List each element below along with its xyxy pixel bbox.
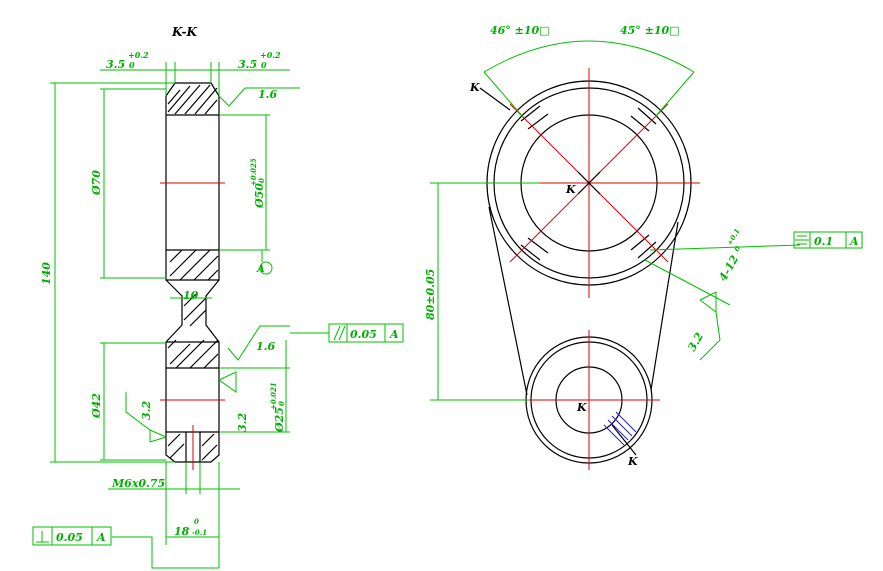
dim-bore-big-tol2: 0: [257, 178, 266, 183]
datum-label: A: [256, 264, 265, 275]
dim-right-chamfer-tol: +0.2: [260, 50, 281, 60]
thread-hole: [603, 411, 637, 446]
plan-view: 46° ±10□ 45° ±10□ K K K K 80±0.05 4-12 +…: [424, 24, 863, 470]
dim-web: 10: [183, 289, 199, 302]
rough-slot: 3.2: [685, 330, 706, 353]
tol-sym-datum: A: [849, 235, 859, 248]
dim-width-tol: 0: [194, 517, 199, 526]
section-dimensions: 3.5 +0.2 0 3.5 +0.2 0 140 Ø70 Ø50 +0.025…: [40, 50, 290, 569]
tol-perp-value: 0.05: [56, 531, 83, 544]
dim-slots-tol2: 0: [732, 244, 742, 253]
tolerance-parallel: 0.05 A: [290, 323, 404, 343]
upper-hub: [160, 82, 225, 281]
dim-big-dia: Ø70: [90, 170, 103, 196]
section-mark-top: K: [469, 81, 480, 94]
dim-slots: 4-12: [716, 253, 741, 284]
dim-thread: M6x0.75: [111, 477, 165, 490]
rough-top: 1.6: [258, 88, 277, 101]
rough-mid: 1.6: [256, 340, 275, 353]
center-mark-big: K: [565, 183, 576, 196]
dim-left-chamfer-tol: +0.2: [128, 50, 149, 60]
dim-bore-big-tol: +0.025: [249, 158, 258, 186]
dim-width-tol2: -0.1: [192, 528, 207, 537]
tol-perp-datum: A: [96, 531, 106, 544]
dim-slots-tol: +0.1: [725, 227, 742, 247]
dim-right-chamfer: 3.5: [238, 58, 257, 71]
tol-sym-value: 0.1: [814, 235, 833, 248]
tol-parallel-value: 0.05: [350, 328, 377, 341]
dim-left-chamfer: 3.5: [106, 58, 125, 71]
dim-bore-small-tol: +0.021: [269, 382, 278, 410]
tolerance-symmetry: 0.1 A: [793, 231, 863, 249]
rough-right: 3.2: [236, 413, 249, 432]
dim-total-height: 140: [40, 262, 53, 285]
dim-left-chamfer-tol2: 0: [129, 60, 135, 70]
dim-bore-small-tol2: 0: [277, 401, 286, 406]
dim-center-distance: 80±0.05: [424, 269, 437, 320]
lower-hub: [160, 341, 225, 470]
center-mark-small: K: [576, 401, 587, 414]
section-mark-bottom: K: [627, 455, 638, 468]
rough-left: 3.2: [140, 401, 153, 420]
section-title: K-K: [171, 25, 198, 39]
angle-right: 45° ±10□: [620, 24, 680, 37]
tol-parallel-datum: A: [389, 328, 399, 341]
section-view: K-K: [32, 25, 404, 569]
dim-bore-small: Ø25: [273, 407, 286, 433]
dim-width: 18: [174, 525, 190, 538]
web-section: [165, 249, 220, 369]
dim-small-dia: Ø42: [90, 393, 103, 419]
angle-left: 46° ±10□: [490, 24, 550, 37]
tolerance-perpendicular: 0.05 A: [32, 526, 112, 546]
roughness-symbols: 1.6 1.6 3.2 3.2: [125, 87, 300, 443]
angle-arc: [483, 40, 695, 73]
dim-right-chamfer-tol2: 0: [261, 60, 267, 70]
dim-bore-big: Ø50: [253, 183, 266, 209]
